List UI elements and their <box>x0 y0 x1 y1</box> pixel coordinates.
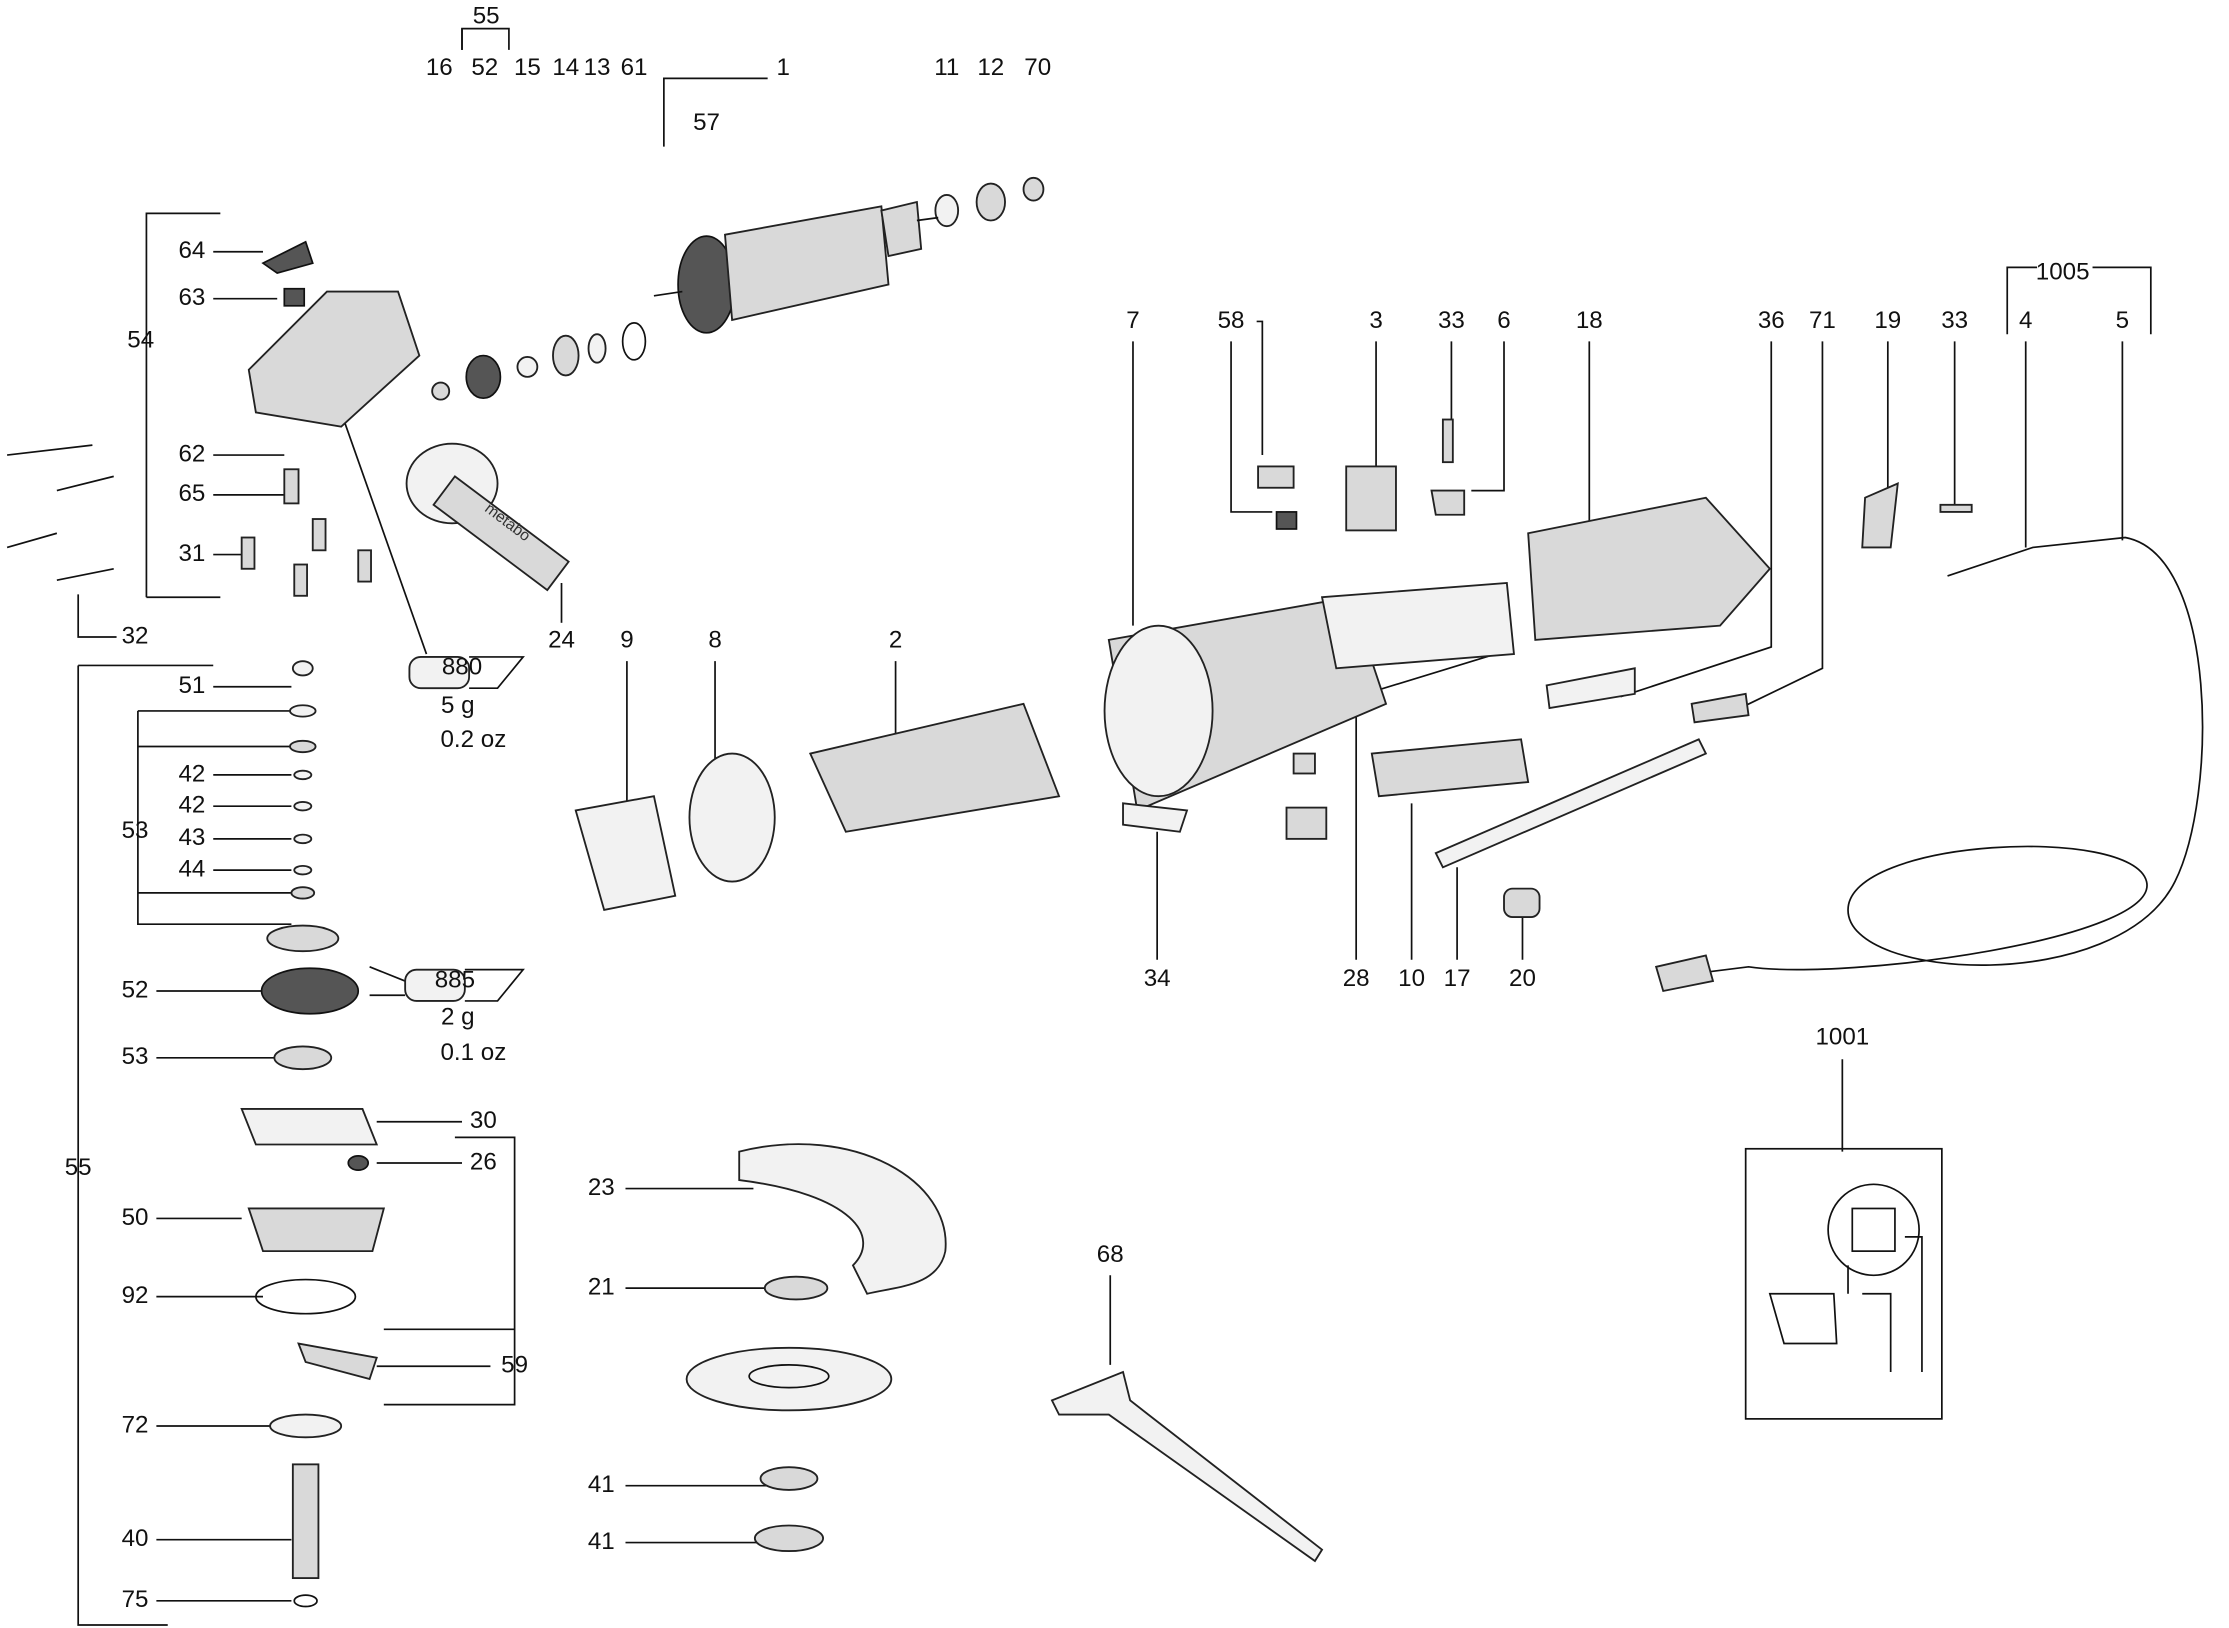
callout-7: 7 <box>1126 307 1139 334</box>
callout-2: 2 <box>889 627 902 654</box>
callout-64: 64 <box>178 237 205 264</box>
callout-70: 70 <box>1024 54 1051 81</box>
callout-21: 21 <box>588 1273 615 1300</box>
callout-62: 62 <box>178 440 205 467</box>
callout-72: 72 <box>122 1411 149 1438</box>
callout-50: 50 <box>122 1204 149 1231</box>
circuit-diagram <box>1744 1147 1943 1420</box>
callout-12: 12 <box>977 54 1004 81</box>
grease-code: 880 <box>442 654 482 681</box>
callout-52: 52 <box>122 976 149 1003</box>
callout-34: 34 <box>1144 965 1171 992</box>
callout-33: 33 <box>1438 307 1465 334</box>
callout-65: 65 <box>178 480 205 507</box>
motor-parts <box>574 418 1973 918</box>
callout-58: 58 <box>1218 307 1245 334</box>
callout-16: 16 <box>426 54 453 81</box>
callout-55: 55 <box>65 1154 92 1181</box>
grease-tube-880 <box>408 655 525 690</box>
pin-spanner <box>1050 1370 1324 1563</box>
spindle-lock-button <box>261 240 314 275</box>
callout-9: 9 <box>620 627 633 654</box>
armature <box>653 200 939 334</box>
callout-24: 24 <box>548 627 575 654</box>
callout-1005: 1005 <box>2036 258 2090 285</box>
grease-weight: 2 g <box>441 1003 475 1030</box>
gear-housing <box>247 290 421 428</box>
callout-6: 6 <box>1497 307 1510 334</box>
callout-10: 10 <box>1398 965 1425 992</box>
callout-68: 68 <box>1097 1241 1124 1268</box>
callout-20: 20 <box>1509 965 1536 992</box>
grease-notes: 880 5 g 0.2 oz 885 2 g 0.1 oz <box>435 654 507 1066</box>
side-handle: metabo <box>405 442 570 592</box>
callout-5: 5 <box>2116 307 2129 334</box>
grease-code: 885 <box>435 966 475 993</box>
callout-11: 11 <box>934 54 959 81</box>
callout-33: 33 <box>1941 307 1968 334</box>
callout-1001: 1001 <box>1815 1023 1869 1050</box>
callout-53: 53 <box>122 817 149 844</box>
grease-tube-885 <box>404 968 525 1002</box>
grease-ounces: 0.1 oz <box>440 1039 506 1066</box>
callout-61: 61 <box>621 54 648 81</box>
callout-8: 8 <box>708 627 721 654</box>
grease-ounces: 0.2 oz <box>440 726 506 753</box>
callout-18: 18 <box>1576 307 1603 334</box>
callout-54: 54 <box>127 327 154 354</box>
screws <box>6 444 372 597</box>
callout-52: 52 <box>471 54 498 81</box>
guard-and-discs <box>685 1143 947 1553</box>
callout-42: 42 <box>178 792 205 819</box>
callout-13: 13 <box>584 54 611 81</box>
callout-23: 23 <box>588 1174 615 1201</box>
grease-weight: 5 g <box>441 692 475 719</box>
callout-3: 3 <box>1369 307 1382 334</box>
callout-30: 30 <box>470 1107 497 1134</box>
callout-32: 32 <box>122 622 149 649</box>
spring <box>283 287 306 307</box>
callout-75: 75 <box>122 1586 149 1613</box>
callout-92: 92 <box>122 1282 149 1309</box>
callout-51: 51 <box>178 672 205 699</box>
callout-19: 19 <box>1874 307 1901 334</box>
callout-43: 43 <box>178 824 205 851</box>
callout-57: 57 <box>693 109 720 136</box>
callout-36: 36 <box>1758 307 1785 334</box>
callout-41: 41 <box>588 1528 615 1555</box>
callout-71: 71 <box>1809 307 1836 334</box>
callout-15: 15 <box>514 54 541 81</box>
callout-31: 31 <box>178 540 205 567</box>
top-small-parts <box>431 176 1045 401</box>
callout-17: 17 <box>1444 965 1471 992</box>
callout-40: 40 <box>122 1525 149 1552</box>
callout-44: 44 <box>178 856 205 883</box>
gear-set <box>240 660 386 1608</box>
parts: metabo <box>6 176 2204 1608</box>
callout-28: 28 <box>1343 965 1370 992</box>
callout-26: 26 <box>470 1148 497 1175</box>
callout-4: 4 <box>2019 307 2032 334</box>
callout-42: 42 <box>178 760 205 787</box>
callout-63: 63 <box>178 284 205 311</box>
callout-53: 53 <box>122 1043 149 1070</box>
callout-59: 59 <box>501 1352 528 1379</box>
callout-55: 55 <box>473 3 500 30</box>
callout-14: 14 <box>552 54 579 81</box>
callout-1: 1 <box>777 54 790 81</box>
leader-lines <box>77 27 2152 1626</box>
callout-41: 41 <box>588 1471 615 1498</box>
power-cord <box>1654 536 2204 993</box>
